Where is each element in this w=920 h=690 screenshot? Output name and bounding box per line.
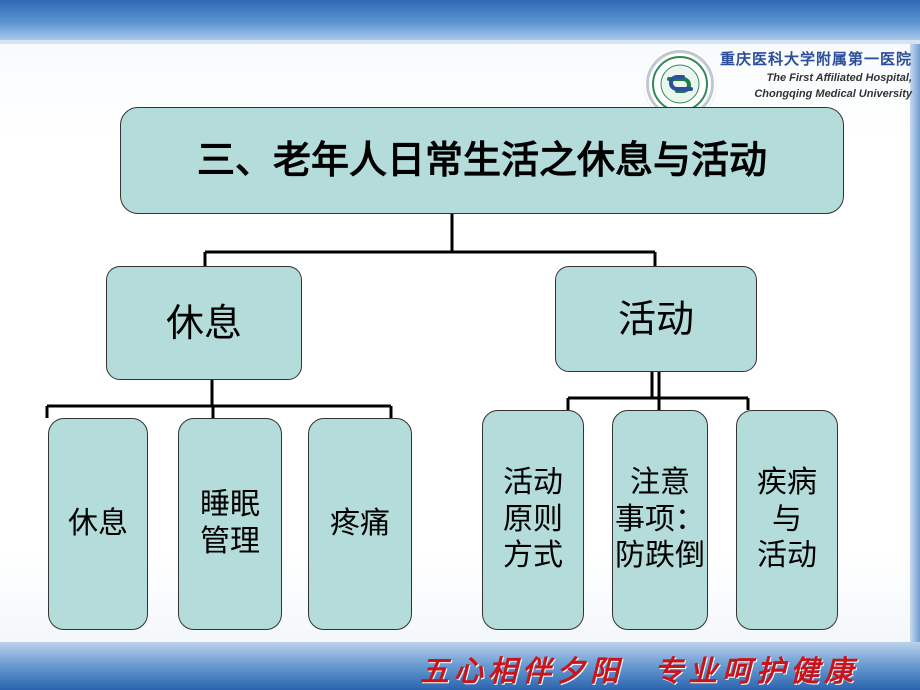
top-banner bbox=[0, 0, 920, 40]
leaf-node-label: 疾病 与 活动 bbox=[757, 465, 817, 574]
leaf-node-label: 睡眠 管理 bbox=[200, 487, 260, 559]
right-banner bbox=[910, 44, 920, 644]
bottom-banner bbox=[0, 642, 920, 690]
leaf-node-label: 疼痛 bbox=[330, 505, 390, 541]
footer-slogan: 五心相伴夕阳 专业呵护健康 bbox=[420, 654, 859, 688]
branch-node-rest-label: 休息 bbox=[165, 300, 242, 345]
leaf-node-activity-principles: 活动 原则 方式 bbox=[482, 410, 584, 630]
leaf-node-pain: 疼痛 bbox=[308, 418, 412, 630]
root-node: 三、老年人日常生活之休息与活动 bbox=[120, 107, 844, 214]
leaf-node-label: 休息 bbox=[68, 505, 128, 541]
top-stripe bbox=[0, 40, 920, 44]
leaf-node-sleep-management: 睡眠 管理 bbox=[178, 418, 282, 630]
leaf-node-rest: 休息 bbox=[48, 418, 148, 630]
branch-node-rest: 休息 bbox=[106, 266, 302, 380]
leaf-node-label: 注意 事项： 防跌倒 bbox=[615, 465, 705, 574]
leaf-node-fall-prevention: 注意 事项： 防跌倒 bbox=[612, 410, 708, 630]
branch-node-activity-label: 活动 bbox=[617, 296, 694, 341]
leaf-node-disease-activity: 疾病 与 活动 bbox=[736, 410, 838, 630]
hospital-name-en-line2: Chongqing Medical University bbox=[754, 88, 912, 100]
hospital-name-en-line1: The First Affiliated Hospital, bbox=[766, 72, 912, 84]
hospital-name-cn: 重庆医科大学附属第一医院 bbox=[719, 51, 912, 68]
leaf-node-label: 活动 原则 方式 bbox=[503, 465, 563, 574]
root-node-label: 三、老年人日常生活之休息与活动 bbox=[196, 138, 767, 183]
branch-node-activity: 活动 bbox=[555, 266, 757, 372]
